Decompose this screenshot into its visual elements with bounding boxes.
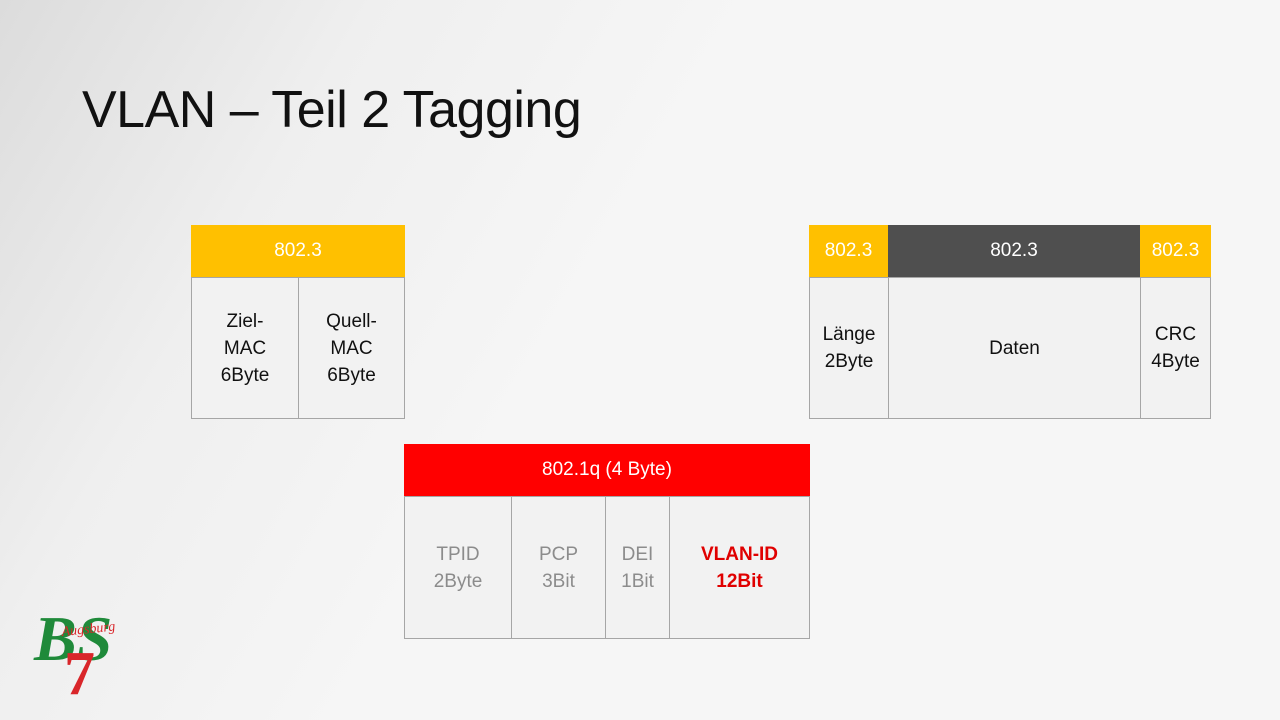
data-cell: Daten: [888, 277, 1141, 419]
logo-number-7: 7: [64, 640, 95, 698]
data-header: 802.3: [888, 225, 1140, 277]
vlan-id-cell: VLAN-ID 12Bit: [669, 496, 810, 639]
dest-mac-cell: Ziel- MAC 6Byte: [191, 277, 299, 419]
length-cell: Länge 2Byte: [809, 277, 889, 419]
logo-letters-bs: BS: [33, 603, 112, 674]
source-mac-cell: Quell- MAC 6Byte: [298, 277, 405, 419]
ethernet-mac-header: 802.3: [191, 225, 405, 277]
school-logo: BS 7 Augsburg: [33, 603, 116, 698]
vlan-tag-header: 802.1q (4 Byte): [404, 444, 810, 496]
slide-title: VLAN – Teil 2 Tagging: [82, 81, 582, 139]
pcp-cell: PCP 3Bit: [511, 496, 606, 639]
length-header: 802.3: [809, 225, 888, 277]
crc-cell: CRC 4Byte: [1140, 277, 1211, 419]
tpid-cell: TPID 2Byte: [404, 496, 512, 639]
logo-script-augsburg: Augsburg: [60, 619, 116, 640]
crc-header: 802.3: [1140, 225, 1211, 277]
dei-cell: DEI 1Bit: [605, 496, 670, 639]
